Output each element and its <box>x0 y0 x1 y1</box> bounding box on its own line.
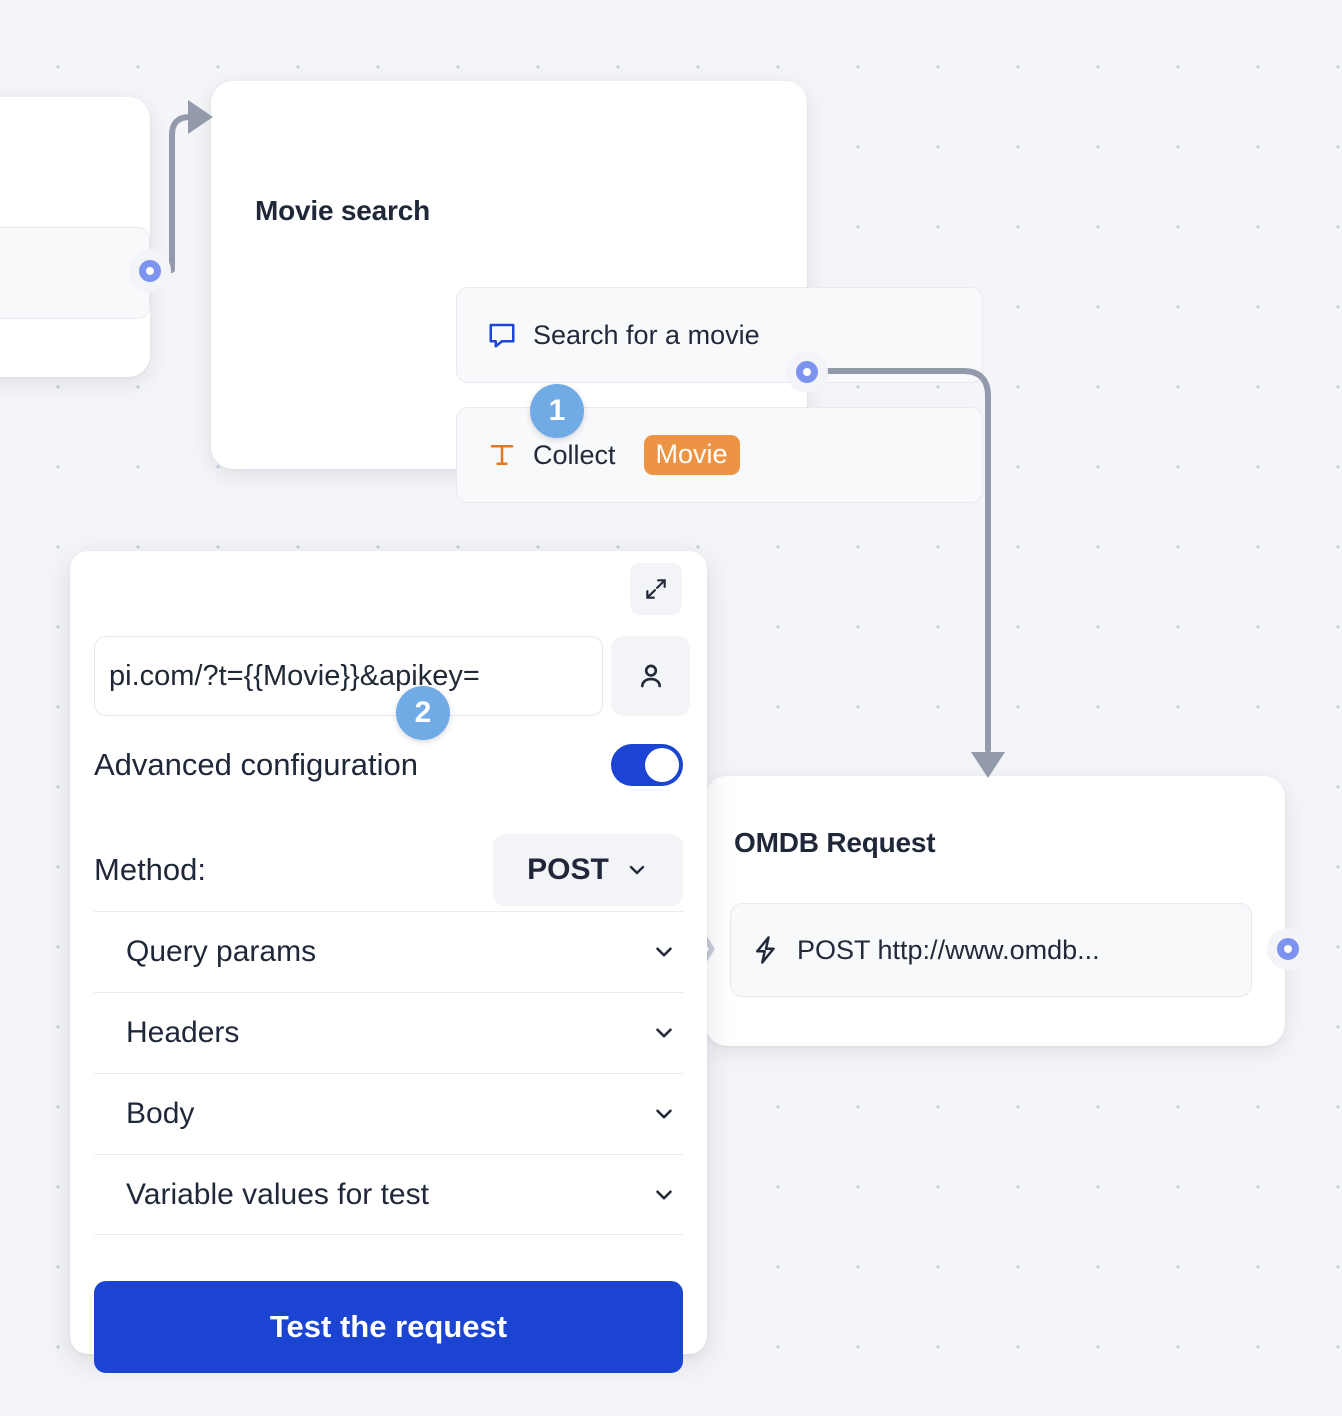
step-badge-2: 2 <box>396 686 450 740</box>
text-field-icon <box>487 440 517 470</box>
accordion-item-variable-values-for-test[interactable]: Variable values for test <box>94 1154 683 1235</box>
advanced-configuration-row[interactable]: Advanced configuration <box>94 744 683 786</box>
omdb-request-title: OMDB Request <box>734 827 936 858</box>
method-label: Method: <box>94 852 207 887</box>
movie-search-title: Movie search <box>255 195 431 226</box>
variable-tag-movie[interactable]: Movie <box>643 434 740 476</box>
omdb-request-node[interactable]: OMDB Request POST http://www.omdb... <box>705 776 1285 1046</box>
method-select-value: POST <box>527 853 609 886</box>
lightning-bolt-icon <box>751 935 781 965</box>
chevron-down-icon <box>651 1101 677 1127</box>
node-row-label: Collect <box>533 439 616 470</box>
chevron-down-icon <box>625 858 649 882</box>
accordion-label: Variable values for test <box>126 1177 429 1211</box>
request-config-panel[interactable]: Advanced configuration Method: POST Quer… <box>70 551 707 1373</box>
accordion-item-headers[interactable]: Headers <box>94 992 683 1073</box>
partial-node-card[interactable] <box>0 97 150 377</box>
node-row-search-for-a-movie[interactable]: Search for a movie <box>456 287 983 383</box>
accordion-label: Query params <box>126 935 317 968</box>
method-select[interactable]: POST <box>493 834 683 906</box>
advanced-configuration-label: Advanced configuration <box>94 747 419 782</box>
advanced-configuration-toggle[interactable] <box>611 744 683 786</box>
output-port-omdb-request[interactable] <box>1267 928 1309 970</box>
config-accordion: Query params Headers Body <box>94 911 683 1235</box>
movie-search-node[interactable]: Movie search Search for a movie Collect … <box>211 81 983 503</box>
partial-node-row[interactable] <box>0 227 150 319</box>
speech-bubble-icon <box>487 320 517 350</box>
accordion-item-query-params[interactable]: Query params <box>94 911 683 992</box>
url-row[interactable] <box>94 636 690 716</box>
node-row-label: POST http://www.omdb... <box>797 934 1100 965</box>
test-the-request-button[interactable]: Test the request <box>94 1281 683 1373</box>
accordion-label: Body <box>126 1097 195 1130</box>
person-icon[interactable] <box>611 636 690 716</box>
output-port-movie-search[interactable] <box>786 351 828 393</box>
output-port-partial-node[interactable] <box>129 250 171 292</box>
chevron-down-icon <box>651 1020 677 1046</box>
expand-diagonal-icon[interactable] <box>630 563 682 615</box>
step-badge-1: 1 <box>530 384 584 438</box>
chevron-down-icon <box>651 1182 677 1208</box>
accordion-label: Headers <box>126 1016 240 1049</box>
accordion-item-body[interactable]: Body <box>94 1073 683 1154</box>
node-row-post-request[interactable]: POST http://www.omdb... <box>730 903 1252 997</box>
chevron-down-icon <box>651 939 677 965</box>
method-row: Method: POST <box>94 834 683 906</box>
request-url-input[interactable] <box>94 636 603 716</box>
node-row-label: Search for a movie <box>533 319 760 350</box>
